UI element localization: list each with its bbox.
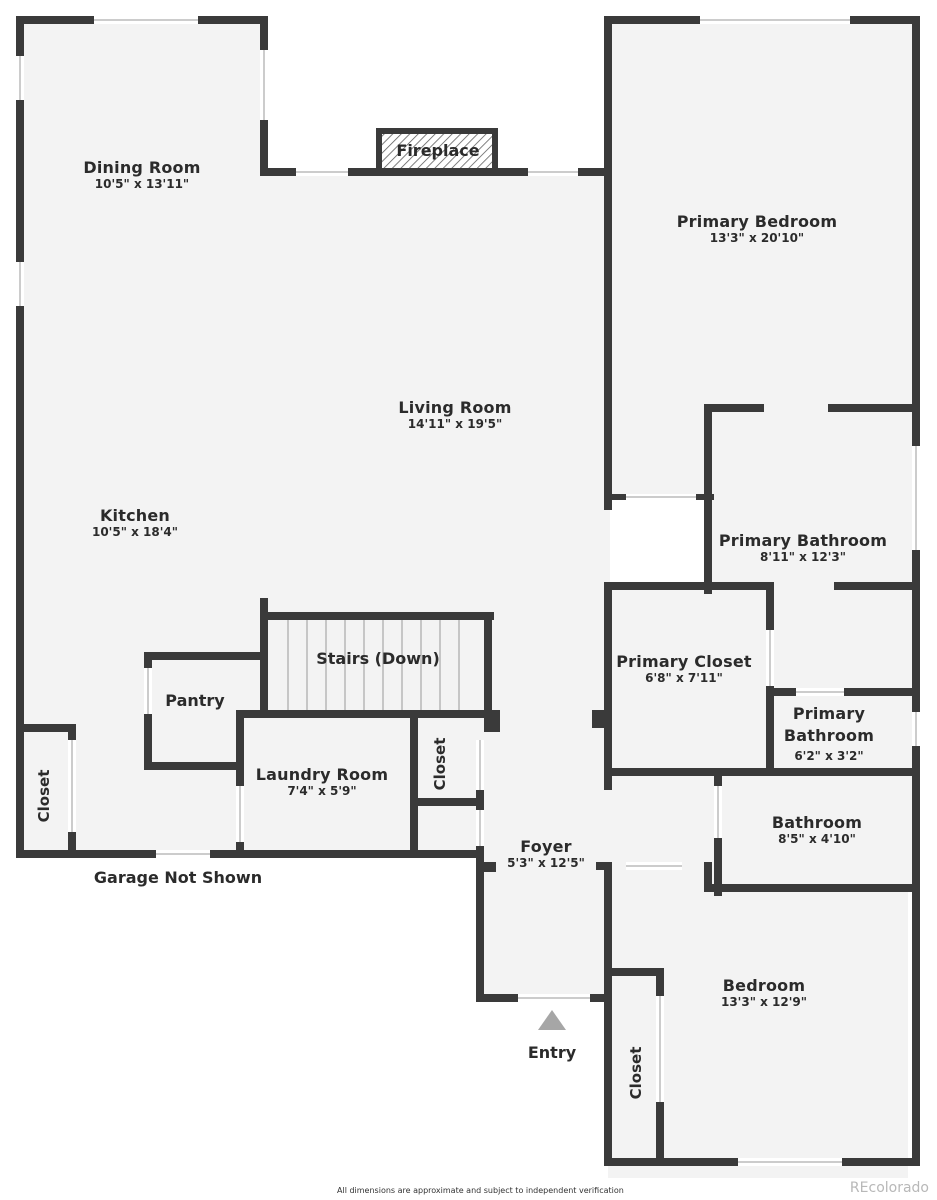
room-name: Foyer [520, 837, 572, 856]
room-dimensions: 13'3" x 20'10" [709, 231, 805, 245]
room-name-line2: Bathroom [783, 726, 875, 745]
room-bedroom: Bedroom 13'3" x 12'9" [721, 976, 807, 1009]
room-dimensions: 8'11" x 12'3" [759, 550, 847, 564]
room-name: Primary Bathroom [718, 531, 888, 550]
closet-label-laundry: Closet [431, 737, 449, 791]
fireplace-hatch [382, 134, 492, 168]
room-dimensions: 6'2" x 3'2" [794, 749, 864, 763]
room-dimensions: 6'8" x 7'11" [645, 671, 723, 685]
room-name: Primary Bedroom [676, 212, 838, 231]
room-dimensions: 14'11" x 19'5" [407, 417, 503, 431]
room-dining: Dining Room 10'5" x 13'11" [83, 158, 200, 191]
room-dimensions: 7'4" x 5'9" [287, 784, 357, 798]
room-name: Laundry Room [255, 765, 389, 784]
room-dimensions: 13'3" x 12'9" [720, 995, 808, 1009]
room-dimensions: 5'3" x 12'5" [507, 856, 585, 870]
disclaimer-text: All dimensions are approximate and subje… [337, 1186, 624, 1195]
room-primary-bathroom: Primary Bathroom 8'11" x 12'3" [719, 531, 887, 564]
room-name: Primary Closet [616, 652, 752, 671]
room-living: Living Room 14'11" x 19'5" [398, 398, 511, 431]
stairs-label: Stairs (Down) [316, 649, 440, 668]
room-name: Kitchen [99, 506, 171, 525]
room-primary-bathroom-small: Primary Bathroom 6'2" x 3'2" [784, 703, 874, 765]
entry-label: Entry [527, 1043, 577, 1062]
room-name-line1: Primary [792, 704, 866, 723]
room-foyer: Foyer 5'3" x 12'5" [507, 837, 585, 870]
room-bathroom: Bathroom 8'5" x 4'10" [772, 813, 862, 846]
room-laundry: Laundry Room 7'4" x 5'9" [256, 765, 389, 798]
fireplace-label: Fireplace [396, 141, 480, 160]
room-name: Dining Room [83, 158, 201, 177]
closet-label-bedroom: Closet [627, 1046, 645, 1100]
room-kitchen: Kitchen 10'5" x 18'4" [92, 506, 178, 539]
brand-watermark: REcolorado [849, 1180, 929, 1196]
closet-label-left: Closet [35, 769, 53, 823]
entry-arrow-icon [538, 1010, 566, 1030]
room-name: Living Room [398, 398, 512, 417]
windows [16, 16, 920, 1166]
room-primary-bedroom: Primary Bedroom 13'3" x 20'10" [677, 212, 838, 245]
room-dimensions: 10'5" x 18'4" [91, 525, 179, 539]
room-dimensions: 8'5" x 4'10" [778, 832, 856, 846]
stairs-treads [287, 620, 460, 710]
garage-label: Garage Not Shown [93, 868, 263, 887]
room-primary-closet: Primary Closet 6'8" x 7'11" [616, 652, 752, 685]
room-dimensions: 10'5" x 13'11" [94, 177, 190, 191]
pantry-label: Pantry [165, 691, 225, 710]
room-name: Bedroom [722, 976, 806, 995]
room-name: Bathroom [771, 813, 863, 832]
